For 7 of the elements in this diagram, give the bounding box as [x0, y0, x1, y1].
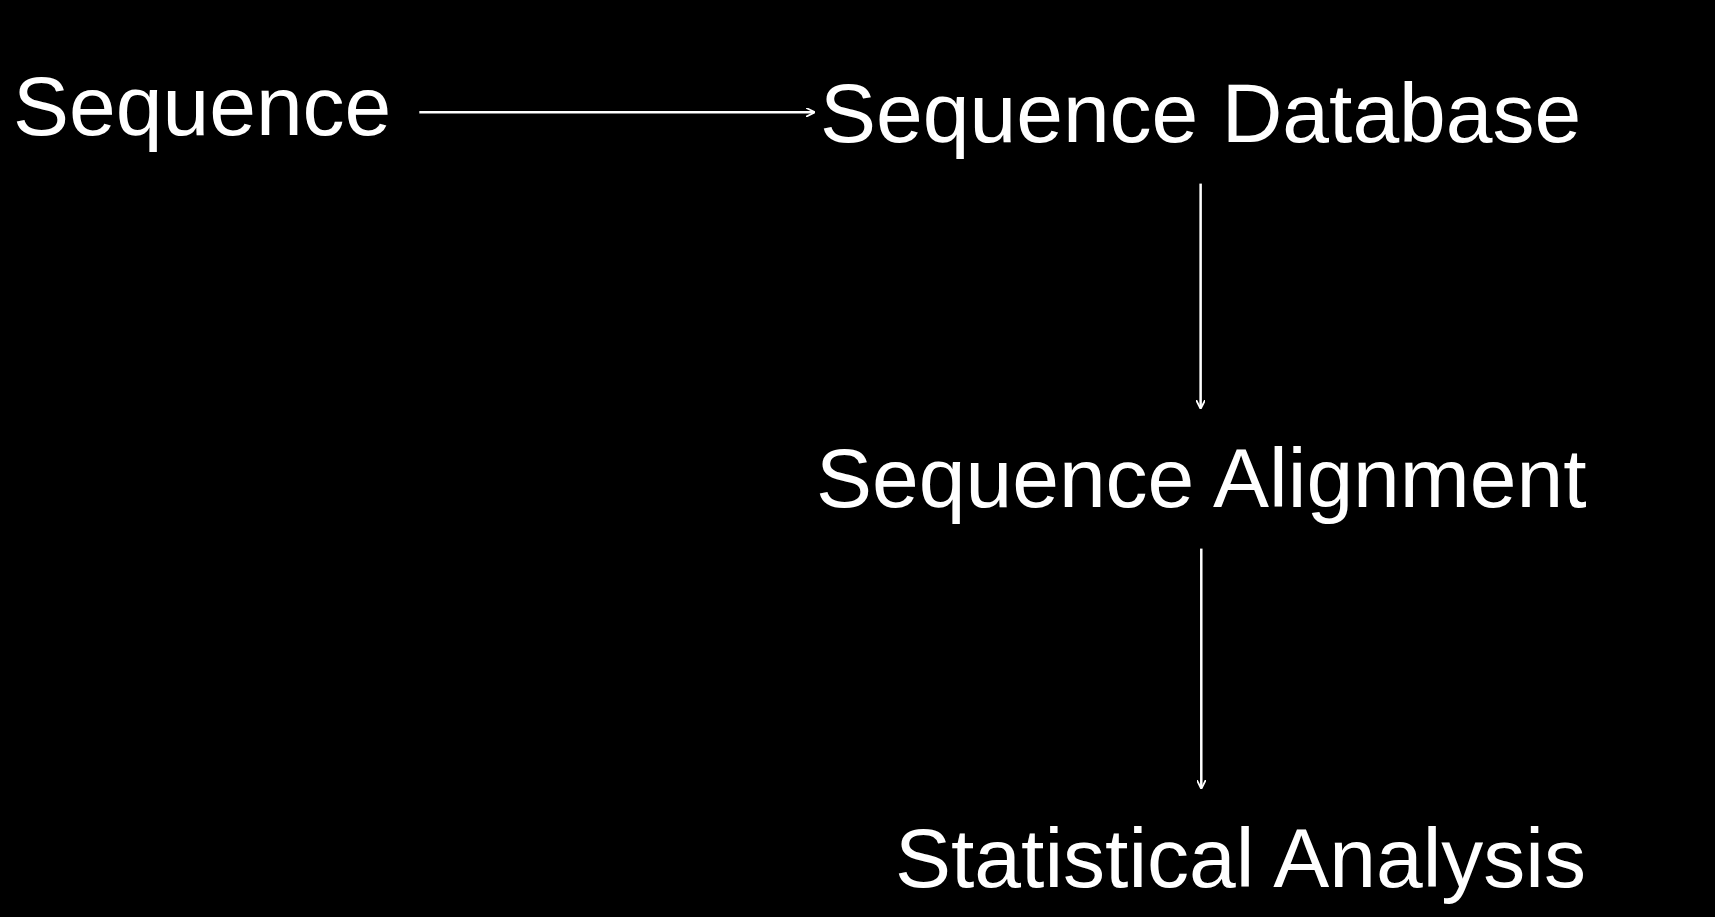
- node-label: Sequence Database: [820, 65, 1582, 162]
- arrow: [419, 106, 816, 118]
- node-label: Sequence Alignment: [816, 430, 1587, 527]
- node-label: Sequence: [13, 58, 392, 155]
- node-label: Statistical Analysis: [895, 810, 1586, 907]
- arrow: [1195, 183, 1207, 410]
- arrow: [1195, 548, 1207, 790]
